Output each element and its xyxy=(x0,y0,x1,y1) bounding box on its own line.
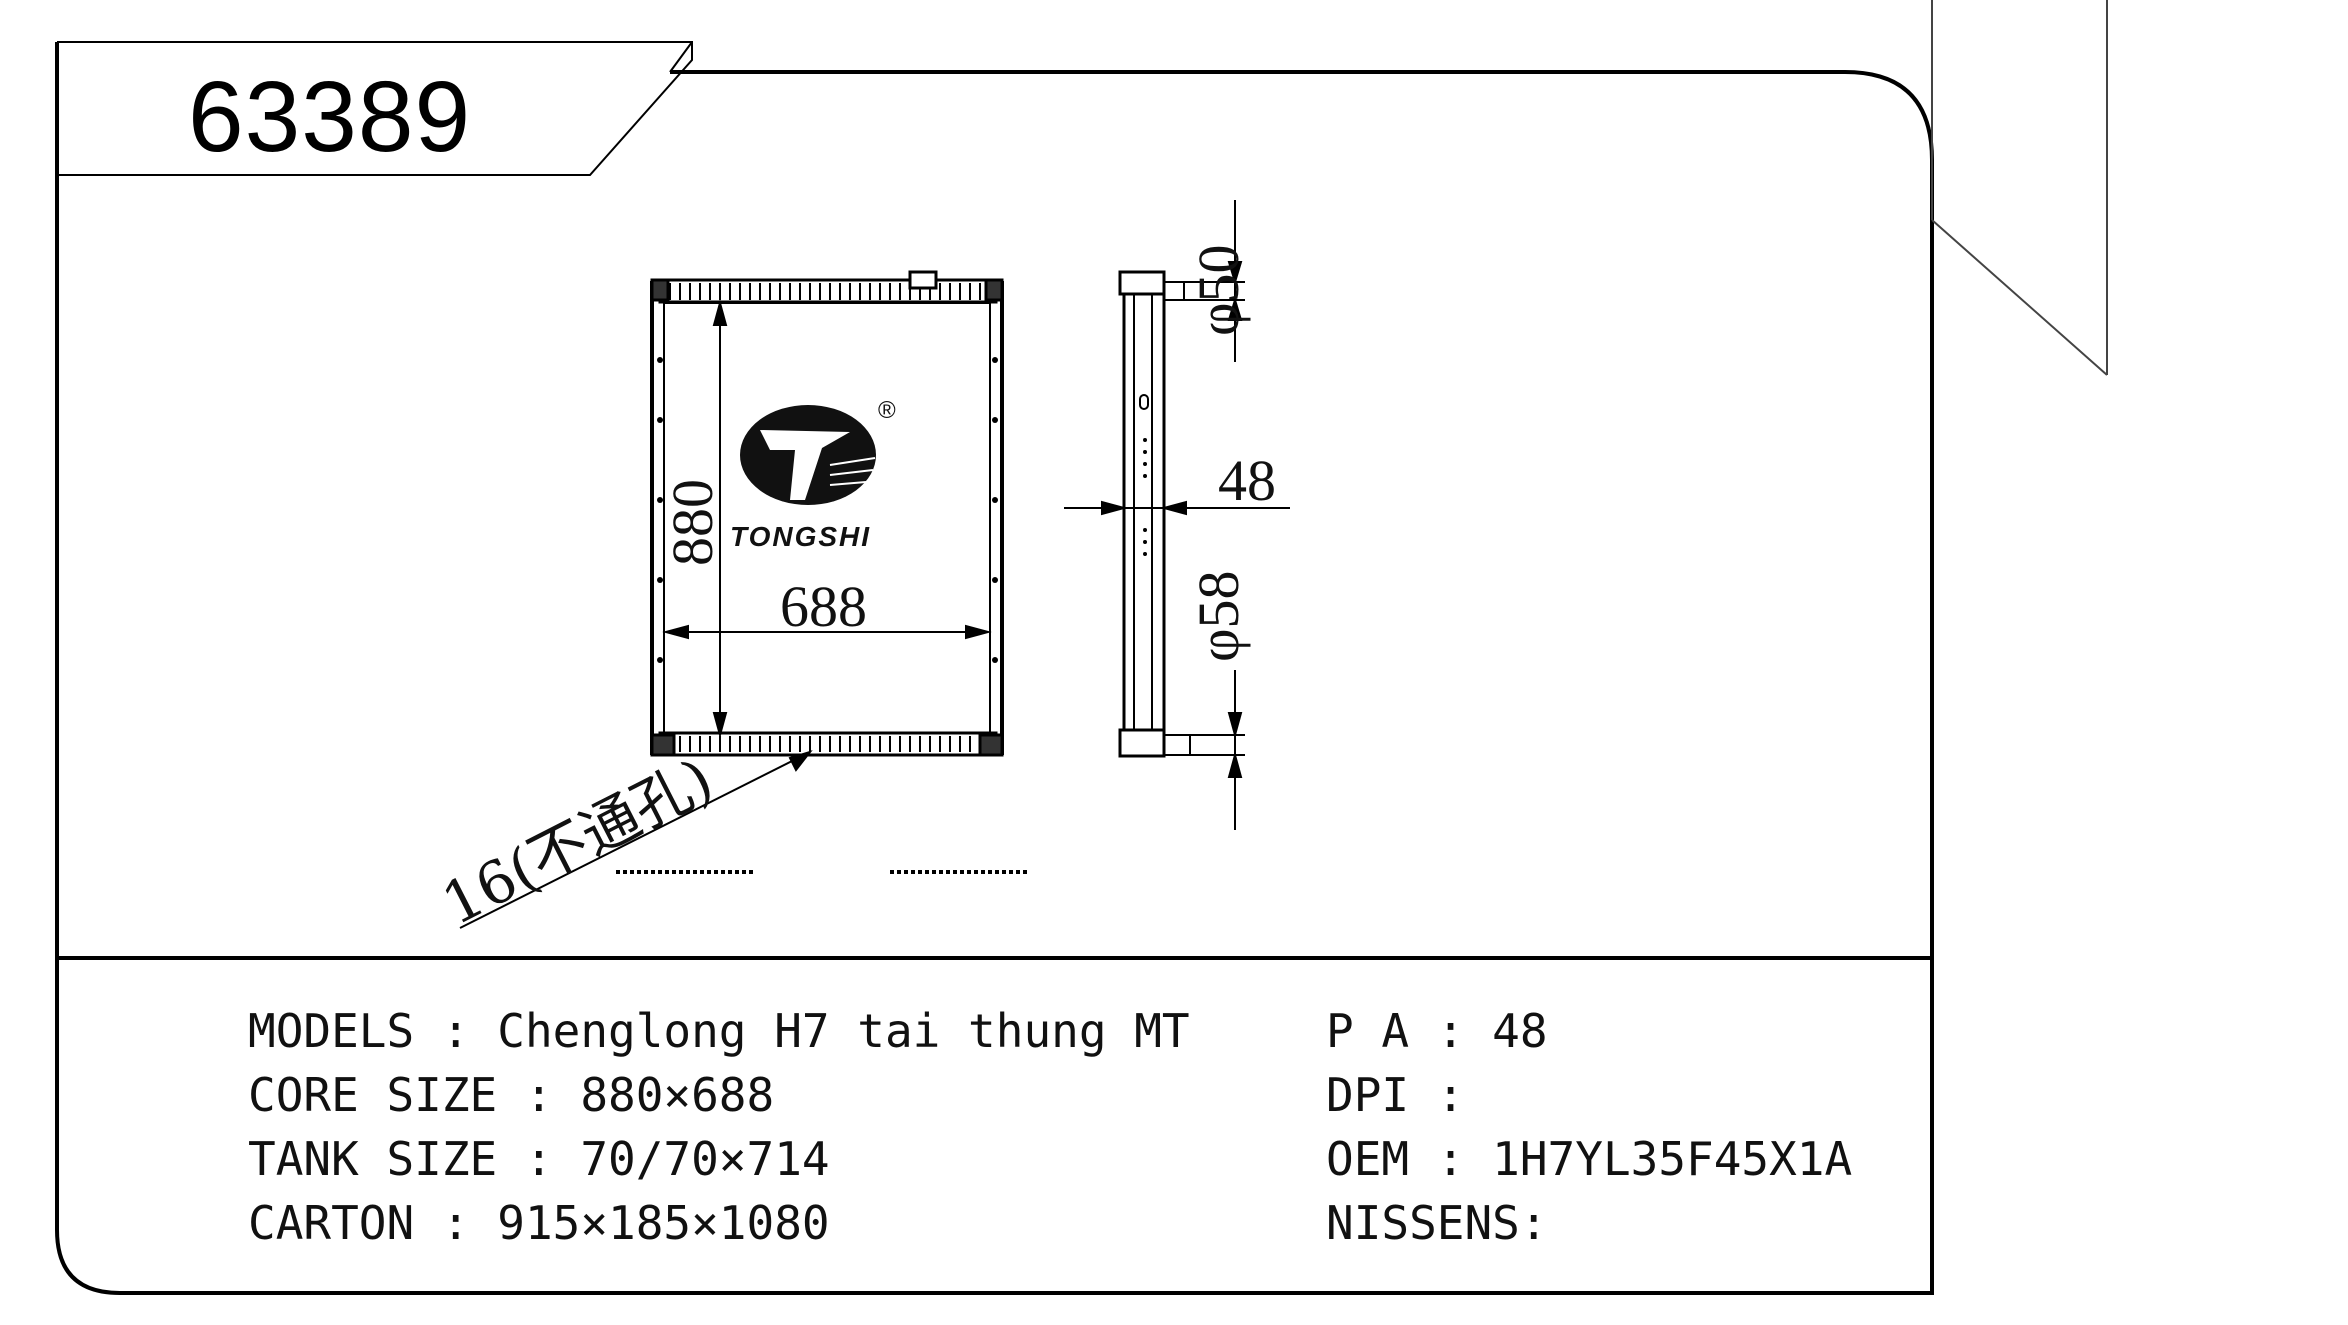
registered-mark: ® xyxy=(878,397,896,424)
depth-label: 48 xyxy=(1218,448,1276,513)
bottom-tank-fins xyxy=(679,736,971,752)
spec-nissens: NISSENS: xyxy=(1326,1196,1548,1250)
corner-decoration xyxy=(1931,0,2108,376)
radiator-side-view xyxy=(1118,270,1191,758)
height-dimension xyxy=(712,299,728,739)
part-number: 63389 xyxy=(188,61,472,173)
radiator-front-view xyxy=(650,270,1004,757)
tongshi-logo: ® TONGSHI xyxy=(730,397,896,552)
spec-tank-size: TANK SIZE : 70/70×714 xyxy=(248,1132,830,1186)
spec-carton: CARTON : 915×185×1080 xyxy=(248,1196,830,1250)
spec-dpi: DPI : xyxy=(1326,1068,1465,1122)
brand-name: TONGSHI xyxy=(730,521,871,552)
upper-pipe-dimension xyxy=(1164,200,1245,362)
width-dimension xyxy=(662,624,992,640)
depth-dimension xyxy=(1064,500,1290,516)
spec-pa: P A : 48 xyxy=(1326,1004,1548,1058)
width-label: 688 xyxy=(780,574,867,639)
spec-oem: OEM : 1H7YL35F45X1A xyxy=(1326,1132,1853,1186)
side-holes xyxy=(657,357,998,663)
lower-pipe-label: φ58 xyxy=(1186,571,1251,662)
height-label: 880 xyxy=(660,479,725,566)
note-leader xyxy=(459,750,813,929)
note-label: 16(不通孔) xyxy=(431,745,723,939)
spec-core-size: CORE SIZE : 880×688 xyxy=(248,1068,775,1122)
lower-pipe-dimension xyxy=(1190,670,1245,830)
upper-pipe-label: φ50 xyxy=(1186,245,1251,336)
title-tab xyxy=(57,41,693,176)
spec-models: MODELS : Chenglong H7 tai thung MT xyxy=(248,1004,1190,1058)
